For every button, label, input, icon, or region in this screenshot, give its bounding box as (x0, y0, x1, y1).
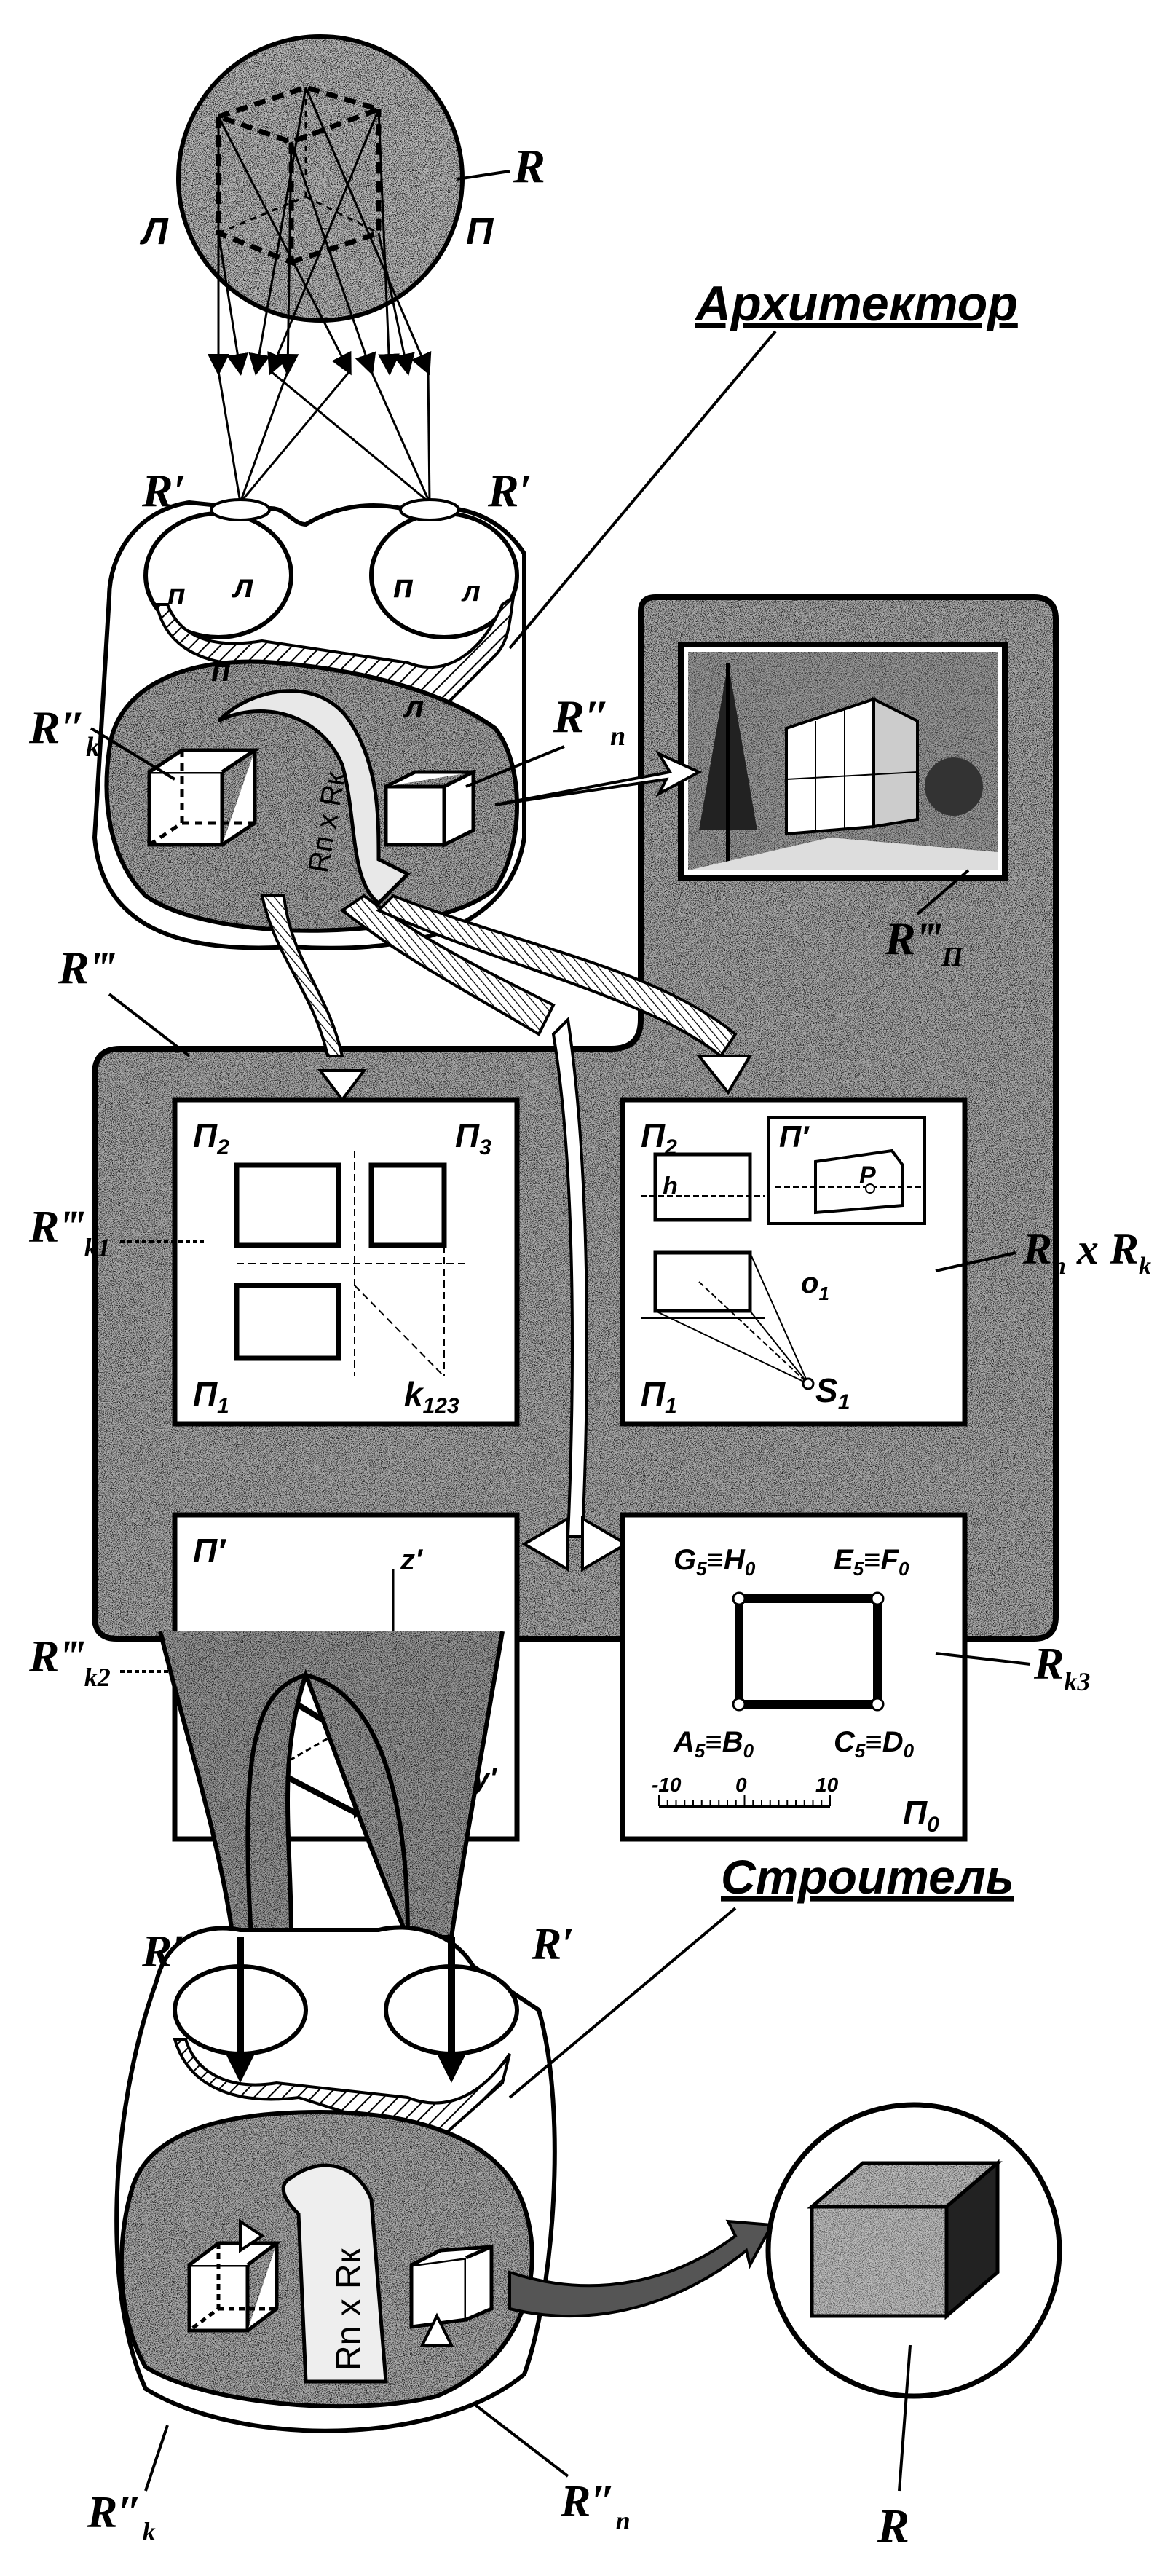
result-object (765, 2102, 1062, 2399)
panel-perspective (620, 1097, 968, 1427)
builder-cube-k (187, 2241, 283, 2333)
scale-ticks (658, 1795, 831, 1806)
persp-p1: П1 (641, 1375, 677, 1418)
ortho-p3: П3 (455, 1116, 491, 1159)
builder-leader (508, 1907, 737, 2099)
axo-z: z′ (400, 1544, 424, 1576)
object-label: R (513, 140, 545, 193)
ortho-p1: П1 (193, 1375, 229, 1418)
r-triple-label: R‴ (58, 942, 116, 993)
rk2-label: R‴k2 (28, 1632, 111, 1692)
plan-ab: A5≡B0 (673, 1726, 754, 1762)
builder-brain-text: Rn x Rк (330, 2248, 368, 2371)
persp-s1: S1 (816, 1371, 850, 1414)
builder-retina-right: R′ (531, 1920, 574, 1969)
persp-p2: П2 (641, 1116, 677, 1159)
persp-h: h (663, 1173, 678, 1200)
builder-label: Строитель (721, 1850, 1014, 1904)
right-eye-label: П (466, 210, 494, 253)
optic-right-n: п (393, 567, 414, 604)
plan-p0: П0 (903, 1794, 939, 1837)
scale-max: 10 (816, 1773, 839, 1796)
perspective-picture (678, 642, 1008, 881)
light-rays (208, 87, 432, 504)
scale-mid: 0 (735, 1773, 747, 1796)
builder-head: Rn x Rк (114, 1925, 557, 2433)
chiasm-l: л (403, 689, 424, 725)
builder-retina-left: R′ (141, 1927, 185, 1977)
architect-cube-k (147, 748, 261, 847)
object-leader (457, 170, 510, 181)
panel-plan (620, 1512, 968, 1842)
persp-o1: o1 (801, 1267, 829, 1304)
rk1-label: R‴k1 (28, 1202, 111, 1262)
left-eye-label: Л (139, 210, 169, 253)
optic-left-l: л (232, 567, 254, 604)
architect-leader (508, 330, 777, 650)
builder-rn-label: R″n (560, 2477, 631, 2535)
ortho-p2: П2 (193, 1116, 229, 1159)
result-label: R (877, 2500, 909, 2553)
board-to-builder-tubes (158, 1631, 505, 1939)
plan-cd: C5≡D0 (834, 1726, 915, 1762)
rk-double-label: R″k (28, 701, 100, 763)
rn-triple-label: R‴П (884, 913, 964, 972)
builder-cube-n (409, 2244, 494, 2329)
architect-flow-bands (260, 750, 738, 1538)
object-sphere (176, 34, 465, 323)
scale-min: -10 (652, 1773, 682, 1796)
plan-gh: G5≡H0 (674, 1544, 756, 1580)
architect-head: Rп x Rк (92, 498, 526, 950)
chiasm-n: п (211, 653, 231, 688)
plan-ef: E5≡F0 (834, 1544, 909, 1580)
builder-to-result-arrow (508, 2219, 775, 2318)
architect-label: Архитектор (694, 276, 1018, 331)
optic-left-n: п (167, 579, 185, 611)
rn-x-rk-label: Rп x Rk (1022, 1225, 1151, 1280)
optic-right-l: л (461, 575, 481, 607)
persp-p: P (859, 1162, 876, 1189)
persp-pprime: П′ (779, 1119, 810, 1154)
builder-rk-label: R″k (87, 2488, 156, 2546)
panel-orthographic (172, 1097, 520, 1427)
rk3-label: Rk3 (1033, 1639, 1090, 1696)
architect-cube-n (384, 768, 475, 848)
ortho-k123: k123 (404, 1375, 459, 1418)
axo-pprime: П′ (193, 1532, 226, 1569)
architect-retina-left: R′ (141, 465, 186, 516)
architect-retina-right: R′ (487, 465, 532, 516)
rn-double-label: R″п (553, 690, 625, 752)
